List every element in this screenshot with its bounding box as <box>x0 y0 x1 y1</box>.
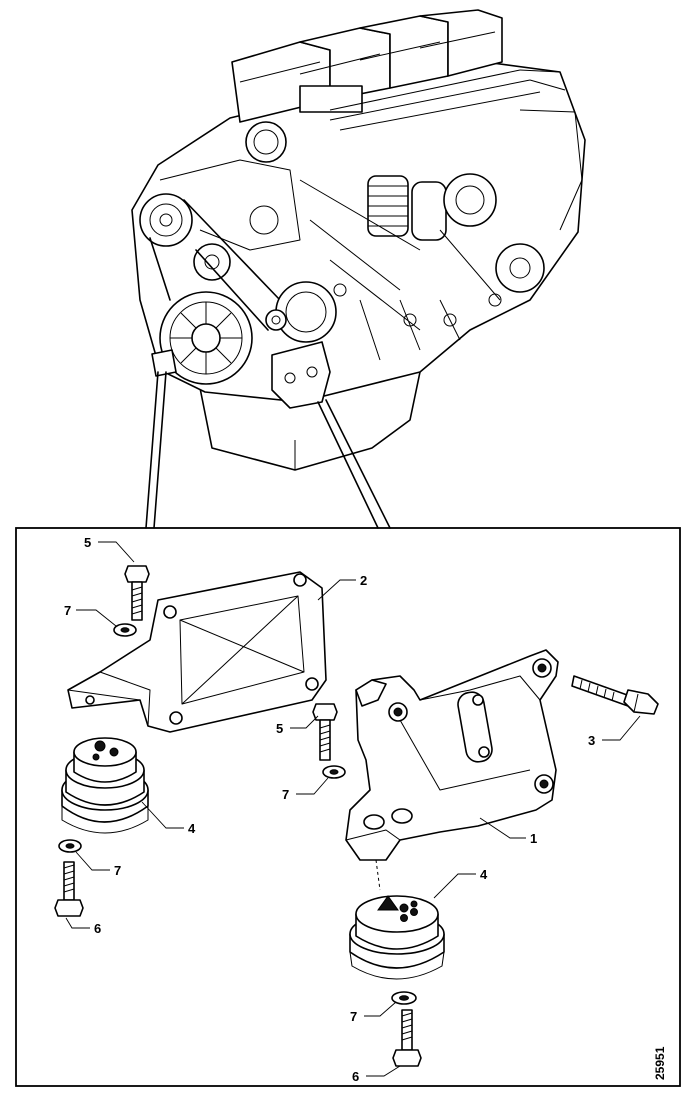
bolt-3 <box>571 675 659 715</box>
front-mount-bracket-installed <box>271 341 331 409</box>
callout-2: 2 <box>360 573 367 588</box>
rubber-mount-4-right <box>349 895 445 980</box>
callout-1: 1 <box>530 831 537 846</box>
callout-3: 3 <box>588 733 595 748</box>
washer-7-left-bottom <box>58 839 82 853</box>
bolt-6-right <box>392 1009 422 1067</box>
callout-7-left-top: 7 <box>64 603 71 618</box>
callout-5-left: 5 <box>84 535 91 550</box>
crankshaft-pulley <box>159 291 253 385</box>
coil-element <box>367 175 409 237</box>
drive-belt <box>149 199 281 331</box>
rubber-mount-4-left <box>61 737 149 834</box>
callout-5-middle: 5 <box>276 721 283 736</box>
callout-6-left: 6 <box>94 921 101 936</box>
figure-reference-number: 25951 <box>653 1046 667 1080</box>
bolt-5-left <box>124 565 150 621</box>
alternator <box>265 281 337 343</box>
callout-6-right: 6 <box>352 1069 359 1084</box>
bolt-5-middle <box>312 703 338 761</box>
detail-frame <box>15 527 681 1087</box>
callout-leaders <box>65 541 641 1077</box>
washer-7-right-bottom <box>391 991 417 1005</box>
washer-7-middle <box>322 765 346 779</box>
callout-4-left: 4 <box>188 821 196 836</box>
bolt-6-left <box>54 861 84 917</box>
callout-7-middle: 7 <box>282 787 289 802</box>
callout-7-right-bottom: 7 <box>350 1009 357 1024</box>
callout-4-right: 4 <box>480 867 488 882</box>
callout-7-left-bottom: 7 <box>114 863 121 878</box>
front-mount-bracket <box>345 649 559 861</box>
idler-pulley <box>139 193 193 247</box>
pointer-lines <box>145 371 391 529</box>
washer-7-left-top <box>113 623 137 637</box>
rear-mount-bracket <box>67 571 327 733</box>
valve-covers <box>231 9 503 123</box>
engine-illustration <box>131 9 586 471</box>
